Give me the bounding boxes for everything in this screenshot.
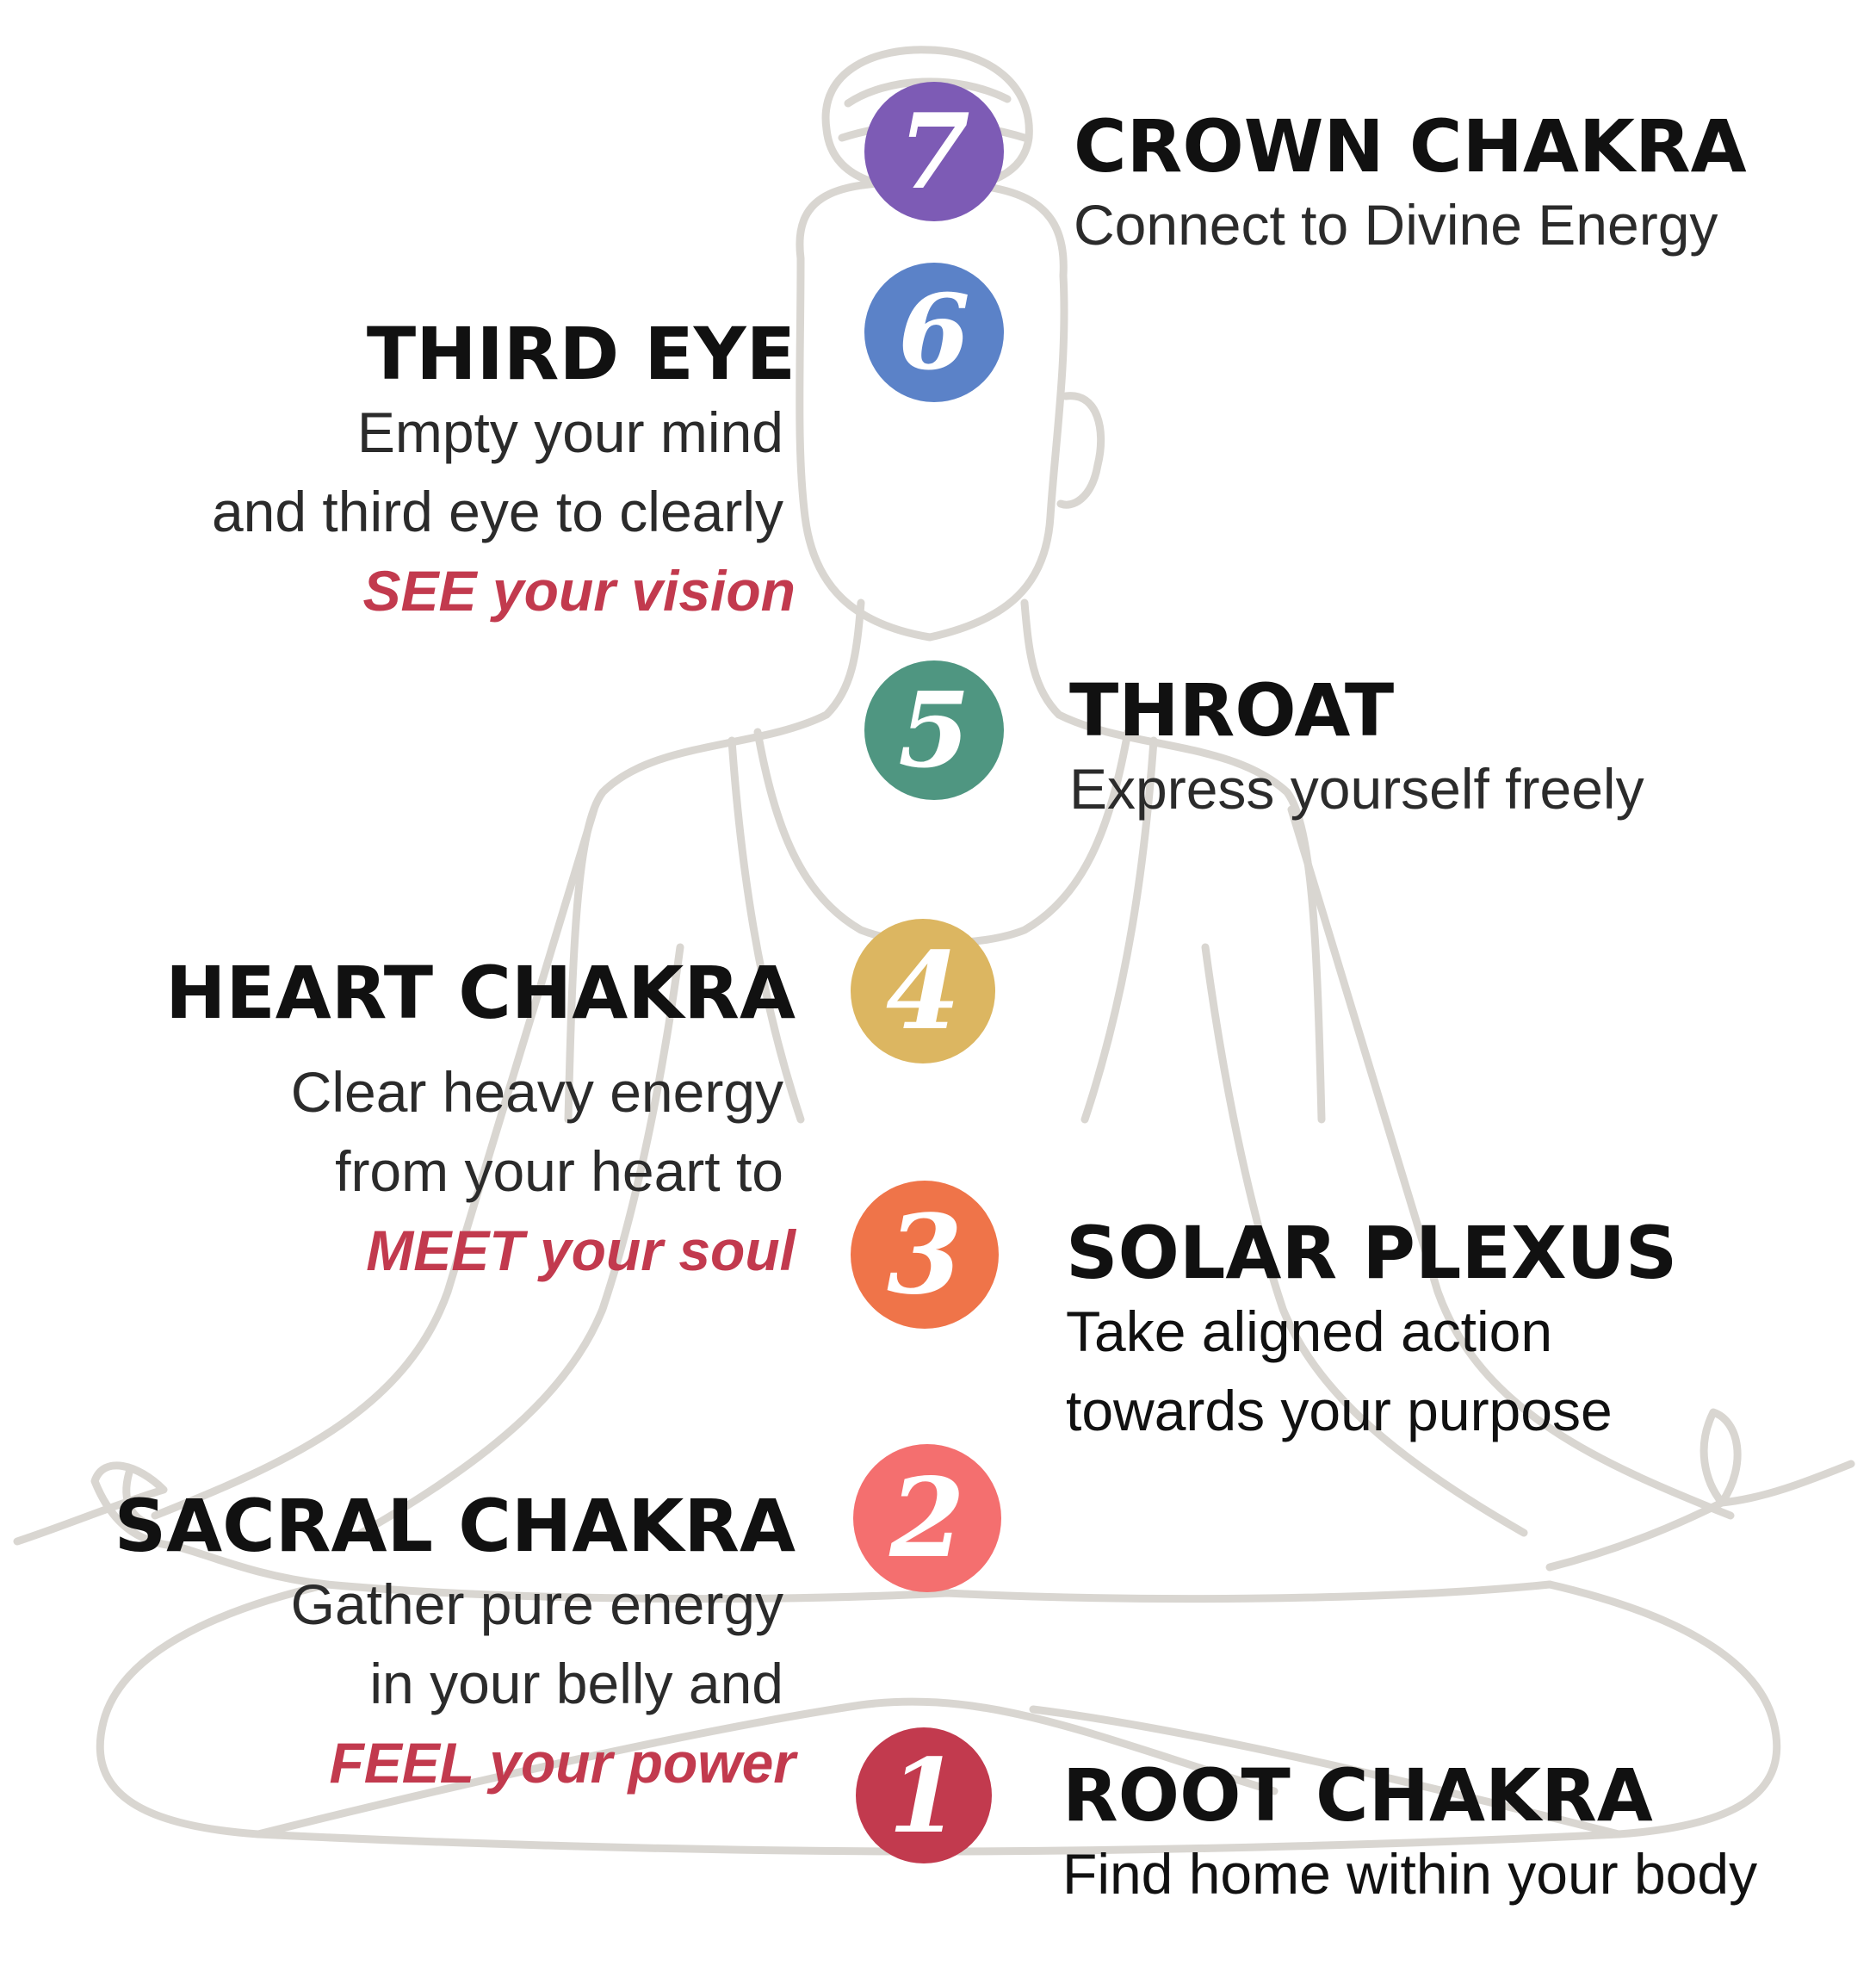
chakra-3-line-1: Take aligned action <box>1066 1299 1553 1363</box>
chakra-5-number: 5 <box>898 669 970 791</box>
chakra-3-label: SOLAR PLEXUS Take aligned action towards… <box>1066 1214 1677 1450</box>
chakra-3-line-2: towards your purpose <box>1066 1379 1613 1442</box>
chakra-6-highlight: SEE your vision <box>362 559 796 623</box>
chakra-5-title: THROAT <box>1069 668 1395 753</box>
left-arm <box>151 805 598 1520</box>
chakra-7-line-1: Connect to Divine Energy <box>1074 193 1718 257</box>
chakra-6-title: THIRD EYE <box>366 312 796 396</box>
chakra-6-label: THIRD EYE Empty your mind and third eye … <box>212 315 796 630</box>
head <box>796 178 1068 642</box>
chakra-1-title: ROOT CHAKRA <box>1062 1753 1653 1838</box>
chakra-5-label: THROAT Express yourself freely <box>1069 672 1644 828</box>
chakra-5-circle: 5 <box>864 660 1004 800</box>
chakra-7-circle: 7 <box>864 82 1004 221</box>
chakra-6-line-2: and third eye to clearly <box>211 480 783 543</box>
right-hand <box>1545 1408 1855 1572</box>
chakra-2-label: SACRAL CHAKRA Gather pure energy in your… <box>115 1487 796 1802</box>
chakra-6-circle: 6 <box>864 263 1004 402</box>
chakra-2-highlight: FEEL your power <box>329 1731 796 1795</box>
right-arm <box>1287 805 1735 1520</box>
chakra-4-label: HEART CHAKRA Clear heavy energy from you… <box>165 954 796 1290</box>
chakra-1-label: ROOT CHAKRA Find home within your body <box>1062 1757 1757 1913</box>
chakra-4-circle: 4 <box>851 919 995 1063</box>
chakra-3-title: SOLAR PLEXUS <box>1066 1211 1678 1295</box>
chakra-1-number: 1 <box>888 1735 960 1856</box>
chakra-2-title: SACRAL CHAKRA <box>114 1484 796 1568</box>
chakra-3-circle: 3 <box>851 1181 999 1329</box>
chakra-6-number: 6 <box>898 271 970 394</box>
chakra-5-line-1: Express yourself freely <box>1069 757 1644 821</box>
chakra-6-line-1: Empty your mind <box>356 400 783 464</box>
chakra-1-circle: 1 <box>856 1727 992 1863</box>
chakra-4-highlight: MEET your soul <box>366 1218 796 1282</box>
chakra-7-title: CROWN CHAKRA <box>1074 104 1747 189</box>
neck-shoulders <box>564 598 865 1124</box>
chakra-7-number: 7 <box>898 90 970 213</box>
chakra-4-line-2: from your heart to <box>335 1139 783 1203</box>
chakra-2-number: 2 <box>889 1454 965 1582</box>
chakra-4-number: 4 <box>885 928 961 1054</box>
chakra-4-line-1: Clear heavy energy <box>290 1060 783 1124</box>
chakra-2-line-2: in your belly and <box>369 1652 783 1715</box>
chakra-4-title: HEART CHAKRA <box>165 951 796 1035</box>
chakra-2-line-1: Gather pure energy <box>290 1572 783 1636</box>
left-hand <box>13 1461 331 1589</box>
chakra-1-line-1: Find home within your body <box>1062 1842 1758 1906</box>
chakra-7-label: CROWN CHAKRA Connect to Divine Energy <box>1074 108 1747 264</box>
chakra-2-circle: 2 <box>853 1444 1001 1592</box>
chakra-3-number: 3 <box>887 1191 963 1318</box>
